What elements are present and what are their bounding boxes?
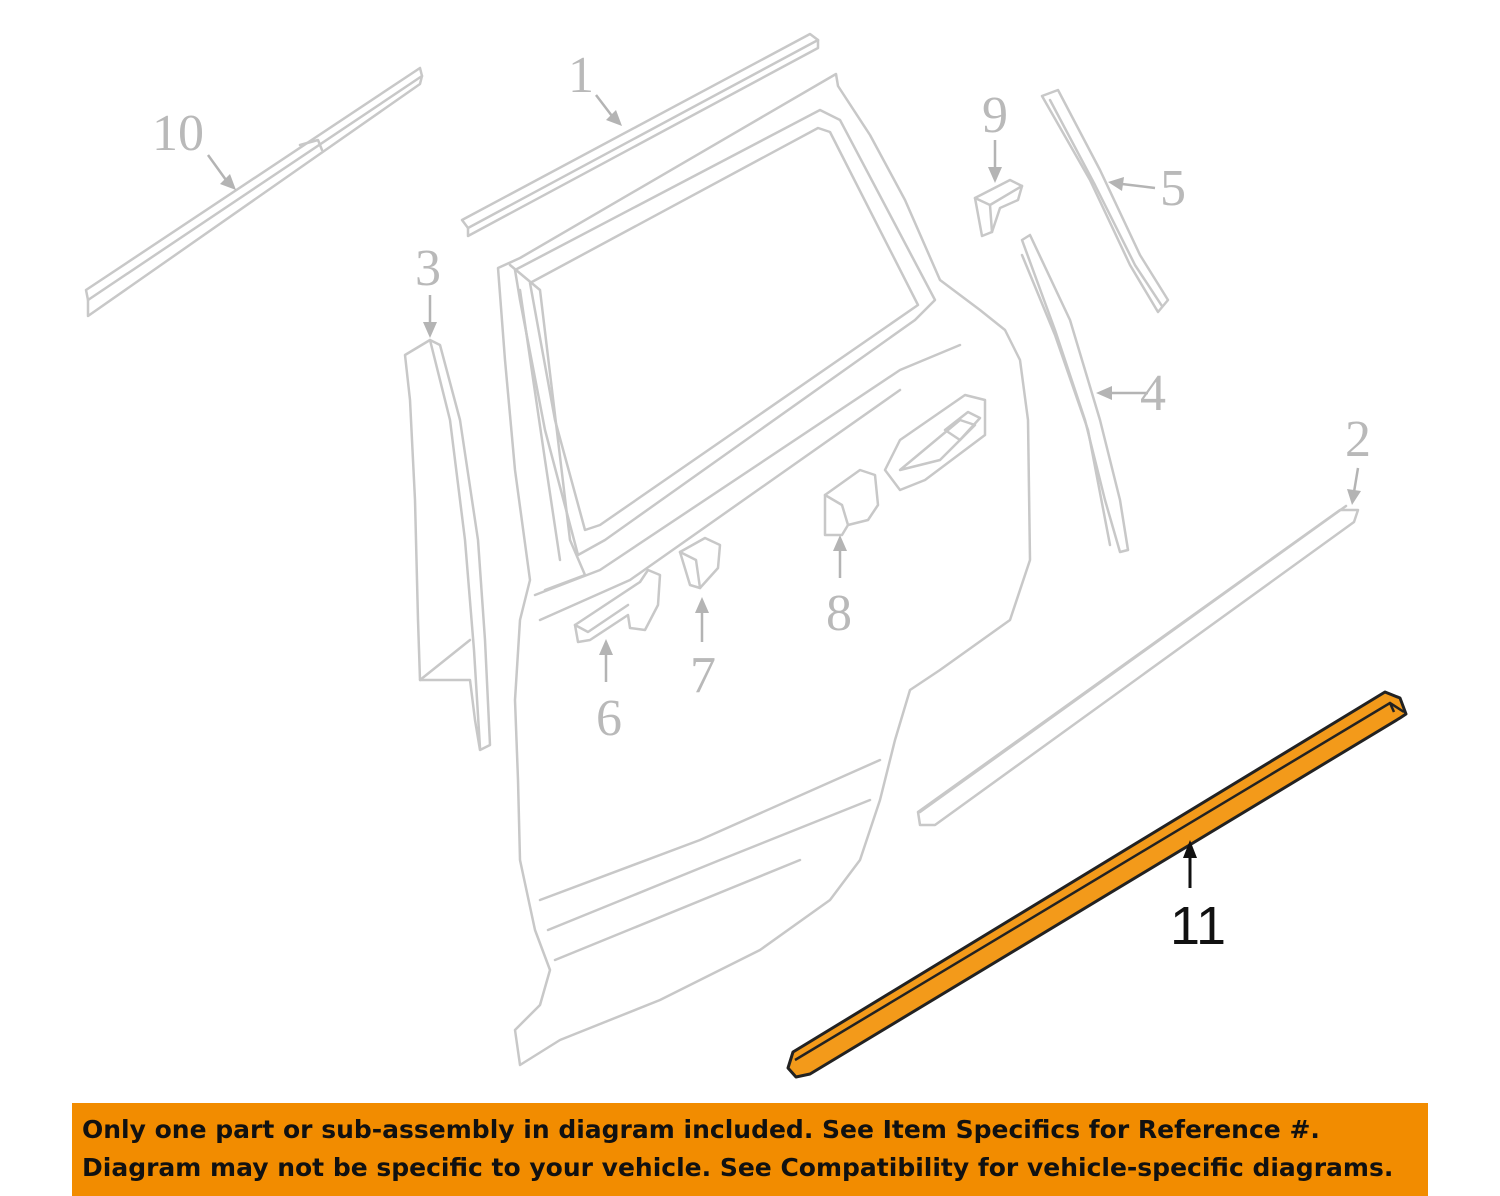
callout-11-group: 11 (1170, 840, 1226, 956)
callout-10: 10 (152, 105, 204, 162)
callout-1: 1 (568, 47, 594, 104)
callout-11: 11 (1170, 896, 1226, 956)
ghost-callout-numbers: 10 1 3 9 5 4 2 8 7 6 (152, 47, 1371, 747)
ghost-leaders (206, 94, 1361, 682)
part-3-applique (403, 338, 492, 752)
part-11-molding-highlighted (786, 690, 1408, 1079)
callout-3: 3 (415, 240, 441, 297)
disclaimer-line-2: Diagram may not be specific to your vehi… (82, 1153, 1394, 1182)
disclaimer-banner: Only one part or sub-assembly in diagram… (72, 1103, 1428, 1196)
door-shell (496, 72, 1032, 1067)
part-4-molding (1020, 233, 1130, 554)
disclaimer-line-1: Only one part or sub-assembly in diagram… (82, 1115, 1320, 1144)
callout-5: 5 (1160, 160, 1186, 217)
part-7-clip (678, 536, 722, 590)
callout-2: 2 (1345, 411, 1371, 468)
part-1-molding (460, 32, 820, 238)
part-9-bracket (973, 178, 1024, 238)
callout-8: 8 (826, 585, 852, 642)
part-5-molding (1040, 88, 1170, 314)
parts-diagram: 10 1 3 9 5 4 2 8 7 6 11 (84, 32, 1408, 1079)
part-2-molding (916, 504, 1360, 827)
part-6-bracket (573, 568, 662, 644)
part-8-bracket (823, 468, 880, 537)
callout-9: 9 (982, 87, 1008, 144)
callout-4: 4 (1140, 365, 1166, 422)
callout-7: 7 (690, 647, 716, 704)
part-10-molding (84, 66, 424, 318)
callout-6: 6 (596, 690, 622, 747)
